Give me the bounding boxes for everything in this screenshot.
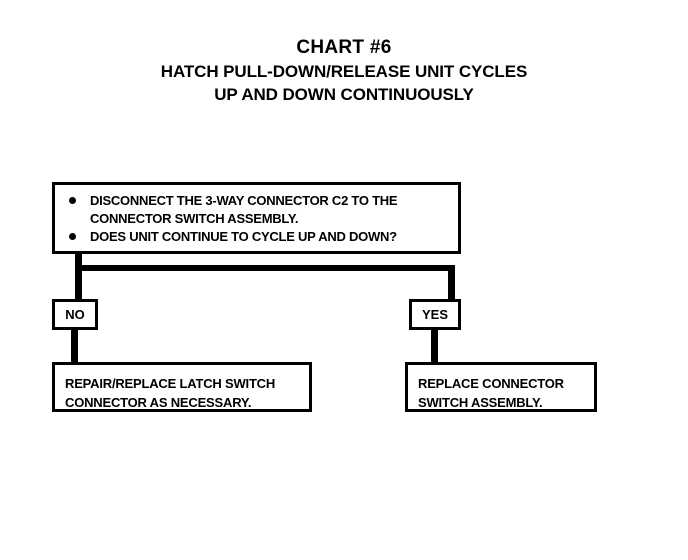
bullet-dot-icon [69, 197, 76, 204]
action-node-repair-latch-switch-connector: REPAIR/REPLACE LATCH SWITCH CONNECTOR AS… [52, 362, 312, 412]
decision-node-disconnect-connector: DISCONNECT THE 3-WAY CONNECTOR C2 TO THE… [52, 182, 461, 254]
action-right-line-1: REPLACE CONNECTOR [418, 376, 564, 391]
action-right-line-2: SWITCH ASSEMBLY. [418, 395, 543, 410]
chart-title-subtitle-line-1: HATCH PULL-DOWN/RELEASE UNIT CYCLES [160, 62, 528, 81]
action-right-text: REPLACE CONNECTOR SWITCH ASSEMBLY. [418, 374, 584, 412]
bullet-item-2-text: DOES UNIT CONTINUE TO CYCLE UP AND DOWN? [90, 228, 397, 246]
connector-yes-to-action [431, 330, 438, 363]
connector-drop-to-yes [448, 265, 455, 301]
connector-drop-to-no [75, 265, 82, 301]
action-left-line-1: REPAIR/REPLACE LATCH SWITCH [65, 376, 276, 391]
bullet-item-1-line-1: DISCONNECT THE 3-WAY CONNECTOR C2 TO THE [90, 193, 398, 208]
branch-yes-text: YES [421, 307, 448, 322]
action-left-line-2: CONNECTOR AS NECESSARY. [65, 395, 252, 410]
bullet-item-1-text: DISCONNECT THE 3-WAY CONNECTOR C2 TO THE… [90, 192, 398, 228]
chart-title-main: CHART #6 [296, 37, 392, 58]
bullet-item-2-line-1: DOES UNIT CONTINUE TO CYCLE UP AND DOWN? [90, 229, 397, 244]
branch-label-no: NO [52, 299, 98, 330]
action-node-replace-connector-switch-assembly: REPLACE CONNECTOR SWITCH ASSEMBLY. [405, 362, 597, 412]
bullet-item-1-line-2: CONNECTOR SWITCH ASSEMBLY. [90, 211, 299, 226]
branch-label-yes: YES [409, 299, 461, 330]
connector-decision-stem [75, 253, 82, 271]
action-left-text: REPAIR/REPLACE LATCH SWITCH CONNECTOR AS… [65, 374, 299, 412]
bullet-item-2: DOES UNIT CONTINUE TO CYCLE UP AND DOWN? [65, 228, 450, 246]
connector-horizontal-bus [75, 265, 455, 271]
chart-title-subtitle-line-2: UP AND DOWN CONTINUOUSLY [214, 85, 474, 104]
bullet-dot-icon [69, 233, 76, 240]
branch-no-text: NO [65, 307, 85, 322]
chart-title-block: CHART #6 HATCH PULL-DOWN/RELEASE UNIT CY… [0, 36, 688, 106]
connector-no-to-action [71, 330, 78, 363]
bullet-item-1: DISCONNECT THE 3-WAY CONNECTOR C2 TO THE… [65, 192, 450, 228]
